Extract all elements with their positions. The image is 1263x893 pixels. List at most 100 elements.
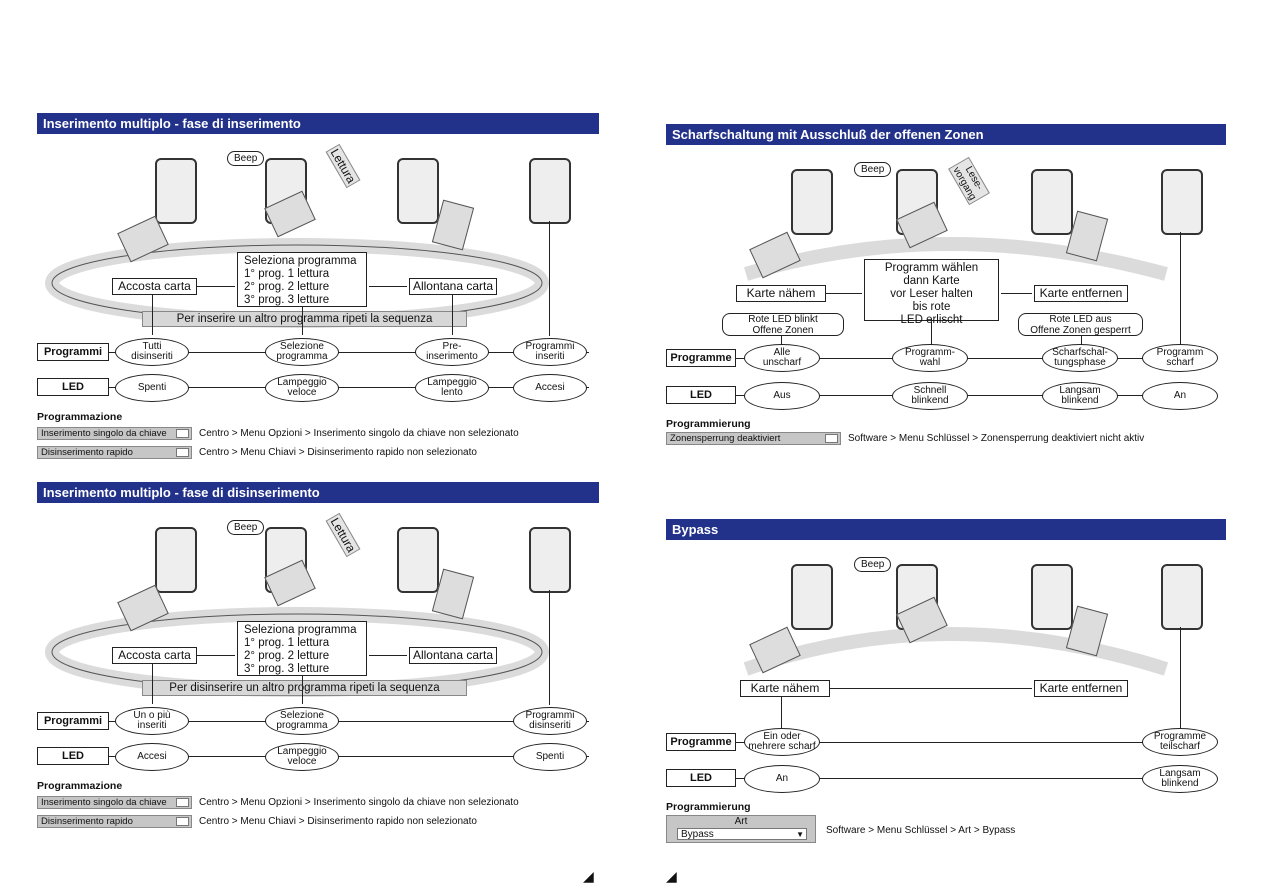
led-note: Rote LED aus Offene Zonen gesperrt: [1018, 313, 1143, 336]
checkbox[interactable]: [176, 448, 189, 457]
state-ellipse: Langsam blinkend: [1142, 765, 1218, 793]
row-label-led: LED: [37, 378, 109, 396]
menu-path: Centro > Menu Chiavi > Disinserimento ra…: [199, 447, 477, 458]
led-note: Rote LED blinkt Offene Zonen: [722, 313, 844, 336]
section-title: Inserimento multiplo - fase di inserimen…: [37, 113, 599, 134]
panel-bypass: Bypass Beep Karte nähem Karte entfernen …: [666, 519, 1226, 849]
menu-path: Centro > Menu Opzioni > Inserimento sing…: [199, 797, 519, 808]
state-ellipse: Langsam blinkend: [1042, 382, 1118, 410]
reader-icon: [1031, 564, 1073, 630]
diagram-graphics: [743, 627, 1169, 676]
state-ellipse: Lampeggio veloce: [265, 374, 339, 402]
reader-icon: [529, 527, 571, 593]
karte-naehem-box: Karte nähem: [740, 680, 830, 697]
state-ellipse: Tutti disinseriti: [115, 338, 189, 366]
programming-title: Programmierung: [666, 418, 751, 430]
menu-path: Centro > Menu Chiavi > Disinserimento ra…: [199, 816, 477, 827]
state-ellipse: An: [1142, 382, 1218, 410]
state-ellipse: Schnell blinkend: [892, 382, 968, 410]
menu-path: Software > Menu Schlüssel > Zonensperrun…: [848, 433, 1145, 444]
allontana-box: Allontana carta: [409, 647, 497, 664]
state-ellipse: Aus: [744, 382, 820, 410]
state-ellipse: Programmi inseriti: [513, 338, 587, 366]
repeat-banner: Per inserire un altro programma ripeti l…: [142, 311, 467, 327]
state-ellipse: Lampeggio lento: [415, 374, 489, 402]
programming-title: Programmazione: [37, 411, 123, 423]
karte-naehem-box: Karte nähem: [736, 285, 826, 302]
art-select[interactable]: Bypass ▼: [677, 828, 807, 840]
state-ellipse: Programmi disinseriti: [513, 707, 587, 735]
panel-scharfschaltung: Scharfschaltung mit Ausschluß der offene…: [666, 124, 1226, 454]
state-ellipse: An: [744, 765, 820, 793]
state-ellipse: Spenti: [513, 743, 587, 771]
row-label-programme: Programme: [666, 349, 736, 367]
state-ellipse: Ein oder mehrere scharf: [744, 728, 820, 756]
reader-icon: [397, 527, 439, 593]
select-program-box: Seleziona programma 1° prog. 1 lettura 2…: [237, 621, 367, 676]
section-title: Scharfschaltung mit Ausschluß der offene…: [666, 124, 1226, 145]
beep-bubble: Beep: [227, 151, 265, 166]
reader-icon: [1031, 169, 1073, 235]
option-checkbox[interactable]: Inserimento singolo da chiave: [37, 427, 192, 440]
checkbox[interactable]: [176, 798, 189, 807]
art-label: Art: [734, 816, 748, 827]
repeat-banner: Per disinserire un altro programma ripet…: [142, 680, 467, 696]
leaf-logo-icon: ◢: [666, 868, 677, 884]
reader-icon: [791, 169, 833, 235]
state-ellipse: Spenti: [115, 374, 189, 402]
option-checkbox[interactable]: Disinserimento rapido: [37, 446, 192, 459]
beep-bubble: Beep: [854, 162, 892, 177]
state-ellipse: Alle unscharf: [744, 344, 820, 372]
reader-icon: [529, 158, 571, 224]
state-ellipse: Lampeggio veloce: [265, 743, 339, 771]
karte-entfernen-box: Karte entfernen: [1034, 285, 1128, 302]
leaf-logo-icon: ◢: [583, 868, 594, 884]
state-ellipse: Accesi: [513, 374, 587, 402]
checkbox[interactable]: [176, 429, 189, 438]
section-title: Bypass: [666, 519, 1226, 540]
row-label-led: LED: [666, 769, 736, 787]
beep-bubble: Beep: [854, 557, 892, 572]
accosta-box: Accosta carta: [112, 278, 197, 295]
row-label-led: LED: [37, 747, 109, 765]
allontana-box: Allontana carta: [409, 278, 497, 295]
checkbox[interactable]: [176, 817, 189, 826]
option-checkbox[interactable]: Disinserimento rapido: [37, 815, 192, 828]
art-group: Art Bypass ▼: [666, 815, 816, 843]
panel-inserimento: Inserimento multiplo - fase di inserimen…: [37, 113, 599, 473]
menu-path: Centro > Menu Opzioni > Inserimento sing…: [199, 428, 519, 439]
state-ellipse: Programm- wahl: [892, 344, 968, 372]
programming-title: Programmazione: [37, 780, 123, 792]
select-program-box: Programm wählen dann Karte vor Leser hal…: [864, 259, 999, 326]
option-checkbox[interactable]: Inserimento singolo da chiave: [37, 796, 192, 809]
state-ellipse: Programm scharf: [1142, 344, 1218, 372]
row-label-led: LED: [666, 386, 736, 404]
karte-entfernen-box: Karte entfernen: [1034, 680, 1128, 697]
state-ellipse: Selezione programma: [265, 338, 339, 366]
reader-icon: [1161, 564, 1203, 630]
state-ellipse: Scharfschal- tungsphase: [1042, 344, 1118, 372]
programming-title: Programmierung: [666, 801, 751, 813]
reader-icon: [155, 158, 197, 224]
reader-icon: [1161, 169, 1203, 235]
select-program-box: Seleziona programma 1° prog. 1 lettura 2…: [237, 252, 367, 307]
option-checkbox[interactable]: Zonensperrung deaktiviert: [666, 432, 841, 445]
beep-bubble: Beep: [227, 520, 265, 535]
state-ellipse: Programme teilscharf: [1142, 728, 1218, 756]
row-label-programmi: Programmi: [37, 712, 109, 730]
menu-path: Software > Menu Schlüssel > Art > Bypass: [826, 825, 1016, 836]
accosta-box: Accosta carta: [112, 647, 197, 664]
checkbox[interactable]: [825, 434, 838, 443]
reader-icon: [155, 527, 197, 593]
state-ellipse: Un o più inseriti: [115, 707, 189, 735]
reader-icon: [791, 564, 833, 630]
row-label-programme: Programme: [666, 733, 736, 751]
section-title: Inserimento multiplo - fase di disinseri…: [37, 482, 599, 503]
chevron-down-icon[interactable]: ▼: [796, 830, 804, 839]
reader-icon: [397, 158, 439, 224]
state-ellipse: Selezione programma: [265, 707, 339, 735]
row-label-programmi: Programmi: [37, 343, 109, 361]
state-ellipse: Pre- inserimento: [415, 338, 489, 366]
panel-disinserimento: Inserimento multiplo - fase di disinseri…: [37, 482, 599, 842]
state-ellipse: Accesi: [115, 743, 189, 771]
